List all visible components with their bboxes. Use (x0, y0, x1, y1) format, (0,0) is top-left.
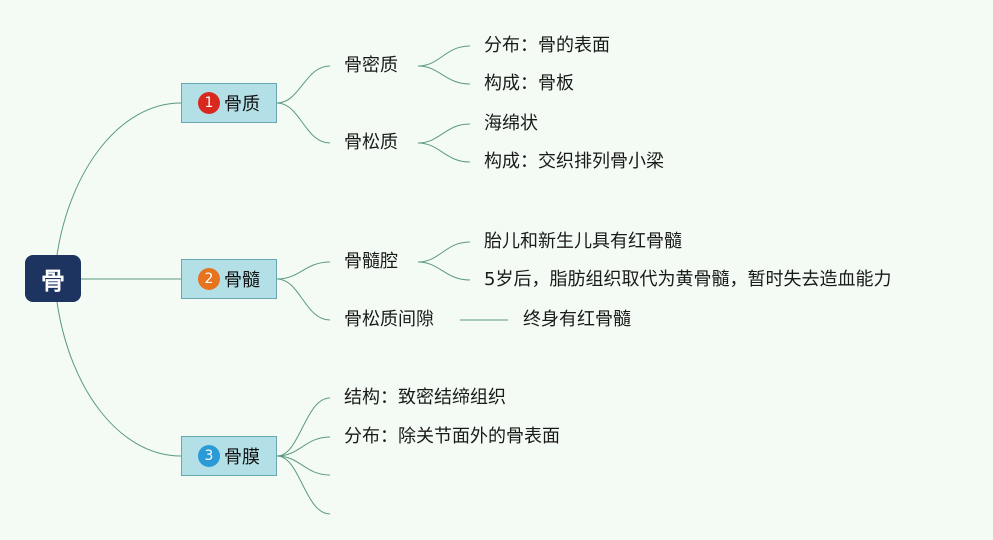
connector-b1-s1-l2 (417, 65, 471, 85)
subtopic-spongy-bone[interactable]: 骨松质 (344, 132, 398, 153)
leaf-node[interactable]: 海绵状 (484, 113, 538, 134)
connector-b2-s2 (276, 278, 331, 321)
leaf-node[interactable]: 分布：骨的表面 (484, 35, 610, 56)
branch-label: 骨质 (224, 94, 260, 115)
connector-b3-l4 (276, 455, 331, 515)
leaf-node[interactable]: 构成：交织排列骨小梁 (484, 151, 664, 172)
connector-root-branch-3 (56, 301, 182, 457)
connector-root-branch-1 (56, 102, 182, 256)
number-badge-icon: 3 (198, 445, 220, 467)
root-label: 骨 (41, 267, 65, 295)
subtopic-marrow-cavity[interactable]: 骨髓腔 (344, 251, 398, 272)
connector-b2-s1-l2 (417, 261, 471, 281)
connector-b2-s1 (276, 261, 331, 280)
branch-label: 骨膜 (224, 447, 260, 468)
leaf-node-structure[interactable]: 结构：致密结缔组织 (344, 387, 506, 408)
connector-b3-l3 (276, 455, 331, 476)
leaf-node[interactable]: 终身有红骨髓 (523, 309, 631, 330)
connector-b2-s1-l1 (417, 241, 471, 263)
branch-label: 骨髓 (224, 270, 260, 291)
branch-node-bone-substance[interactable]: 1 骨质 (181, 83, 277, 123)
connector-b1-s1 (276, 65, 331, 104)
leaf-node[interactable]: 胎儿和新生儿具有红骨髓 (484, 231, 682, 252)
leaf-node[interactable]: 构成：骨板 (484, 73, 574, 94)
subtopic-spongy-bone-spaces[interactable]: 骨松质间隙 (344, 309, 434, 330)
connector-b3-l1 (276, 397, 331, 457)
connector-b1-s2-l1 (417, 123, 471, 144)
leaf-node[interactable]: 5岁后，脂肪组织取代为黄骨髓，暂时失去造血能力 (484, 269, 892, 290)
number-badge-icon: 1 (198, 92, 220, 114)
connector-b1-s2-l2 (417, 142, 471, 163)
branch-node-periosteum[interactable]: 3 骨膜 (181, 436, 277, 476)
branch-node-bone-marrow[interactable]: 2 骨髓 (181, 259, 277, 299)
connector-b1-s2 (276, 102, 331, 144)
connector-b3-l2 (276, 436, 331, 457)
connector-b1-s1-l1 (417, 45, 471, 67)
number-badge-icon: 2 (198, 268, 220, 290)
subtopic-compact-bone[interactable]: 骨密质 (344, 55, 398, 76)
root-node[interactable]: 骨 (25, 255, 81, 302)
leaf-node-distribution[interactable]: 分布：除关节面外的骨表面 (344, 426, 560, 447)
